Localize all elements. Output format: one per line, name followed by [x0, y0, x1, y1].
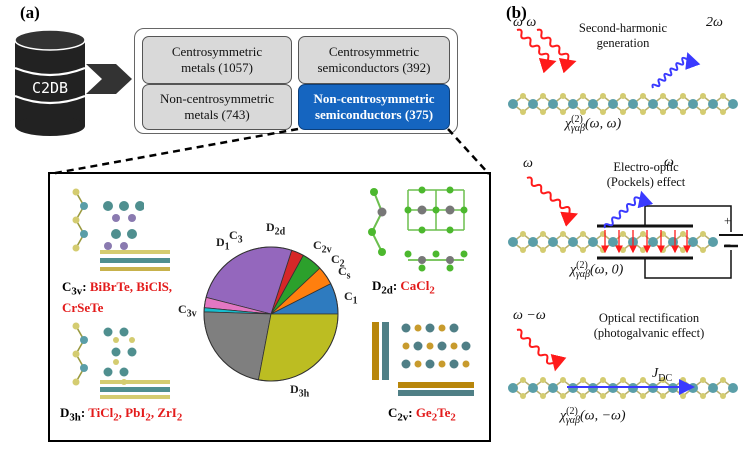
process-1-input-label: ω ω [513, 15, 537, 30]
process-2-input-label: ω [523, 156, 533, 171]
panel-b-label: (b) [506, 3, 527, 22]
process-1-susceptibility: χ(2)γαβ(ω, ω) [565, 114, 622, 135]
process-3-input-label: ω −ω [513, 308, 546, 323]
process-3-susceptibility: χ(2)γαβ(ω, −ω) [560, 406, 626, 427]
example-c3v-label: C3v: BiBrTe, BiClS, CrSeTe [62, 279, 173, 315]
structure-d3h-side-icon [100, 380, 170, 399]
battery-minus-label: − [724, 238, 732, 252]
nonlinear-processes-illustration [508, 28, 743, 399]
monolayer-1 [508, 93, 738, 115]
pie-label-c2: C2 [331, 252, 345, 270]
process-3-title: Optical rectification(photogalvanic effe… [593, 311, 705, 340]
database-icon: C2DB [14, 30, 86, 136]
pie-label-c3: C3 [229, 228, 243, 246]
category-line1: Non-centrosymmetric [313, 91, 435, 106]
category-line2: semiconductors (392) [317, 60, 431, 75]
dc-current-label: JDC [652, 366, 673, 384]
category-noncentro-semiconductors[interactable]: Non-centrosymmetric semiconductors (375) [298, 84, 450, 130]
pie-slice-d3h [257, 313, 339, 382]
process-2-title: Electro-optic(Pockels) effect [606, 160, 686, 189]
circuit-wire [644, 205, 732, 232]
rectification-incoming-wave [516, 328, 567, 372]
pie-label-cs: Cs [338, 264, 351, 282]
category-line1: Centrosymmetric [328, 44, 420, 59]
point-group-pie-chart [203, 246, 339, 382]
category-line2: metals (743) [184, 107, 250, 122]
structure-d3h-icon [72, 322, 137, 386]
category-centro-metals[interactable]: Centrosymmetric metals (1057) [142, 36, 292, 84]
category-noncentro-metals[interactable]: Non-centrosymmetric metals (743) [142, 84, 292, 130]
category-line2: metals (1057) [181, 60, 253, 75]
field-arrows [601, 230, 691, 254]
arrow-right-icon [86, 64, 132, 94]
pie-outline [203, 246, 339, 382]
structure-c2v-icon [372, 322, 474, 396]
example-d2d-label: D2d: CaCl2 [372, 278, 435, 297]
structure-d2d-icon [368, 186, 468, 272]
shg-incoming-wave-1 [516, 28, 557, 74]
shg-incoming-wave-2 [536, 28, 577, 74]
process-1-output-label: 2ω [706, 15, 723, 30]
pockels-incoming-wave [526, 176, 579, 227]
pie-label-c3v: C3v [178, 302, 197, 320]
structure-c3v-icon [72, 188, 144, 252]
process-2-output-label: ω [664, 155, 674, 170]
database-label: C2DB [32, 79, 68, 97]
point-group-inset [48, 172, 491, 442]
structure-c3v-side-icon [100, 250, 170, 271]
pie-label-d1: D1 [216, 235, 230, 253]
process-2-susceptibility: χ(2)γαβ(ω, 0) [570, 260, 624, 281]
category-centro-semiconductors[interactable]: Centrosymmetric semiconductors (392) [298, 36, 450, 84]
pie-label-c1: C1 [344, 289, 358, 307]
categories-container [134, 28, 458, 134]
pockels-outgoing-wave [603, 190, 654, 229]
category-line1: Centrosymmetric [171, 44, 263, 59]
example-d3h-label: D3h: TiCl2, PbI2, ZrI2 [60, 405, 183, 424]
example-c2v-label: C2v: Ge2Te2 [388, 405, 456, 424]
battery-plus-label: + [724, 214, 732, 228]
category-line2: semiconductors (375) [314, 107, 434, 122]
shg-outgoing-wave [651, 52, 701, 89]
panel-a-label: (a) [20, 3, 40, 22]
category-line1: Non-centrosymmetric [159, 91, 275, 106]
pie-label-d3h: D3h [290, 382, 310, 400]
pie-label-d2d: D2d [266, 220, 286, 238]
pie-label-c2v: C2v [313, 238, 332, 256]
